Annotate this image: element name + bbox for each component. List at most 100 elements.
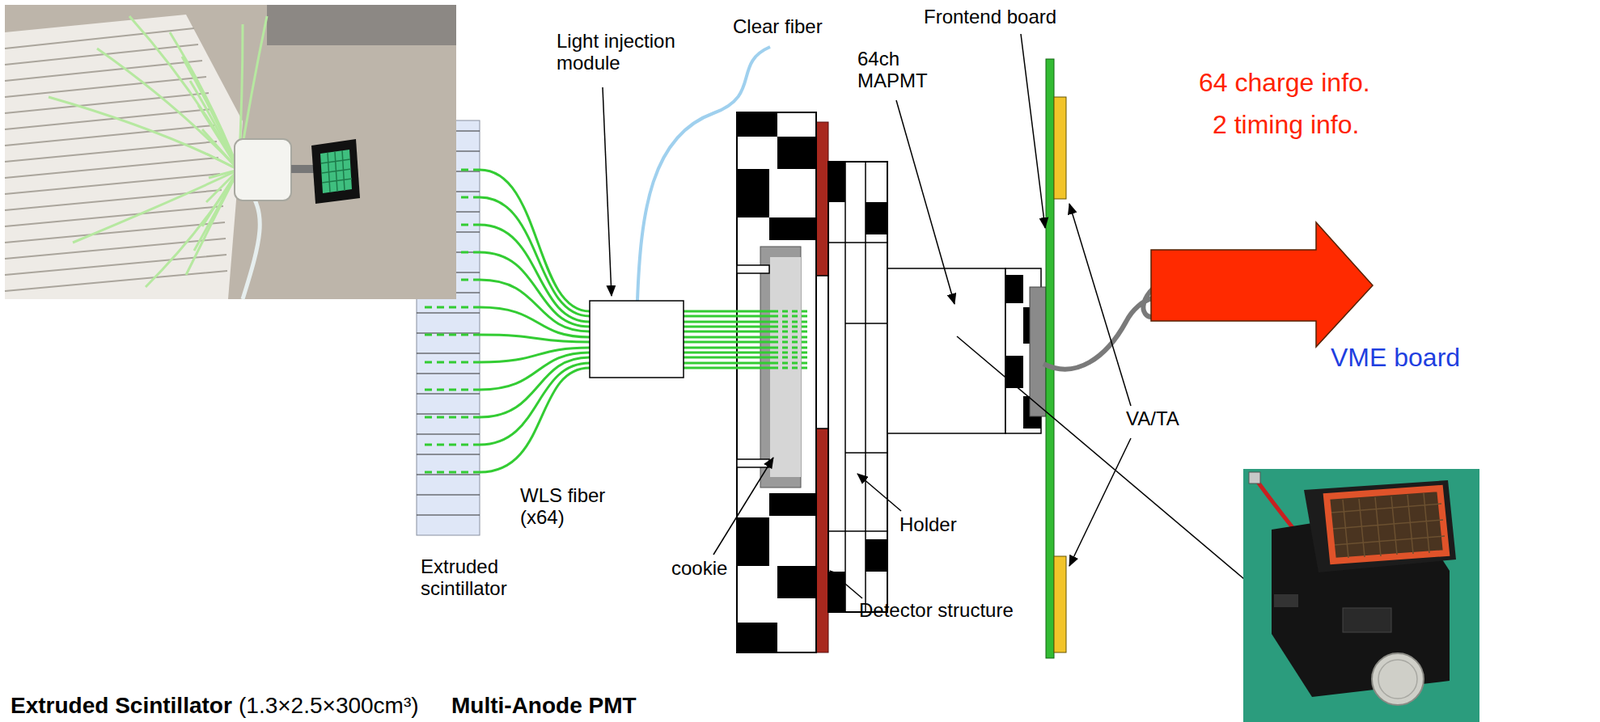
detector-structure bbox=[816, 122, 829, 653]
holder bbox=[828, 571, 846, 613]
frontend-board bbox=[1045, 59, 1054, 659]
fiber-bundle bbox=[683, 311, 809, 369]
part-label: Light injection module bbox=[556, 30, 703, 75]
signal-label: 2 timing info. bbox=[1212, 110, 1359, 140]
part-label: cookie bbox=[671, 558, 728, 580]
wls-fibers bbox=[479, 169, 590, 473]
holder bbox=[736, 459, 770, 468]
holder bbox=[777, 566, 817, 599]
fiber-bundle bbox=[772, 311, 809, 369]
mapmt bbox=[1029, 287, 1046, 417]
destination-label: VME board bbox=[1330, 343, 1461, 373]
mapmt bbox=[1005, 355, 1024, 389]
holder bbox=[769, 493, 817, 517]
fiber-bundle bbox=[683, 311, 773, 369]
leader-lines bbox=[602, 87, 612, 297]
holder bbox=[736, 112, 817, 653]
scintillator-photo bbox=[321, 150, 352, 193]
holder bbox=[736, 112, 778, 137]
part-label: Holder bbox=[899, 514, 957, 537]
mapmt bbox=[1005, 275, 1024, 304]
scintillator-photo bbox=[186, 169, 239, 276]
light-injection-box bbox=[589, 300, 684, 378]
holder bbox=[865, 539, 888, 572]
scintillator-photo bbox=[97, 48, 239, 170]
scintillator-photo bbox=[4, 28, 228, 292]
mapmt-photo bbox=[1342, 608, 1392, 633]
scintillator-photo bbox=[129, 16, 239, 170]
holder bbox=[828, 161, 888, 613]
leader-lines bbox=[829, 571, 863, 599]
part-label: WLS fiber (x64) bbox=[520, 485, 626, 530]
chip-label: VA/TA bbox=[1125, 408, 1180, 431]
scintillator-photo bbox=[4, 14, 243, 300]
frontend-board bbox=[1045, 59, 1067, 659]
mapmt-photo bbox=[1303, 480, 1457, 573]
wls-fibers bbox=[479, 252, 590, 327]
leader-lines bbox=[1069, 203, 1131, 407]
mapmt-photo bbox=[1371, 653, 1424, 706]
frontend-board bbox=[1053, 556, 1067, 653]
mapmt-photo bbox=[1378, 660, 1418, 699]
part-label: 64ch MAPMT bbox=[857, 48, 935, 93]
holder bbox=[865, 202, 888, 235]
caption-heading: Extruded Scintillator bbox=[10, 694, 233, 720]
mapmt-photo bbox=[1248, 472, 1261, 484]
output-arrow bbox=[1151, 222, 1373, 348]
holder bbox=[736, 622, 778, 653]
detector-structure bbox=[816, 275, 829, 429]
part-label: Clear fiber bbox=[732, 16, 823, 39]
mapmt bbox=[887, 268, 1046, 434]
scintillator-photo bbox=[72, 169, 239, 243]
leader-lines bbox=[956, 336, 1271, 602]
scintillator-photo bbox=[320, 149, 352, 194]
wls-fibers bbox=[479, 307, 590, 338]
part-label: Frontend board bbox=[923, 6, 1057, 29]
detector-structure bbox=[816, 428, 829, 653]
scintillator-photo bbox=[4, 4, 457, 300]
leader-lines bbox=[857, 474, 902, 512]
holder bbox=[828, 161, 846, 203]
caption-heading: Multi-Anode PMT bbox=[451, 694, 637, 720]
holder bbox=[736, 517, 770, 567]
wls-fibers bbox=[479, 169, 590, 312]
holder bbox=[828, 161, 888, 613]
scintillator-photo bbox=[291, 165, 314, 174]
leader-lines bbox=[713, 457, 774, 555]
holder bbox=[769, 217, 817, 241]
wls-fibers bbox=[479, 368, 590, 473]
dimension-label: (1.3×2.5×300cm³) bbox=[238, 694, 420, 720]
mapmt-photo bbox=[1274, 594, 1299, 608]
scintillator-photo bbox=[4, 4, 457, 300]
scintillator-photo bbox=[234, 139, 292, 201]
signal-label: 64 charge info. bbox=[1198, 68, 1371, 98]
mapmt-photo bbox=[1243, 469, 1480, 722]
scintillator-photo bbox=[242, 187, 260, 300]
leader-lines bbox=[1020, 33, 1046, 229]
wls-fibers bbox=[479, 197, 590, 317]
holder bbox=[736, 169, 770, 218]
wls-fibers bbox=[479, 279, 590, 332]
holder bbox=[736, 112, 888, 653]
cable bbox=[1043, 287, 1162, 370]
mapmt-photo bbox=[1326, 488, 1447, 562]
scintillator-photo bbox=[266, 4, 457, 46]
mapmt bbox=[887, 268, 1006, 434]
leader-lines bbox=[602, 33, 1271, 602]
frontend-board bbox=[1053, 97, 1067, 199]
part-label: Extruded scintillator bbox=[420, 556, 534, 601]
holder bbox=[736, 265, 770, 274]
scintillator-photo bbox=[169, 32, 239, 170]
wls-fibers bbox=[479, 334, 590, 343]
detector-structure bbox=[816, 122, 829, 276]
part-label: Detector structure bbox=[859, 600, 1014, 623]
leader-lines bbox=[896, 100, 955, 305]
mapmt-photo bbox=[1243, 469, 1480, 722]
scintillator-photo bbox=[311, 139, 360, 204]
holder bbox=[777, 136, 817, 170]
scintillator-photo bbox=[145, 169, 239, 288]
mapmt-photo bbox=[1255, 478, 1295, 530]
mapmt-photo bbox=[1331, 493, 1445, 559]
scintillator-photo bbox=[48, 97, 239, 170]
